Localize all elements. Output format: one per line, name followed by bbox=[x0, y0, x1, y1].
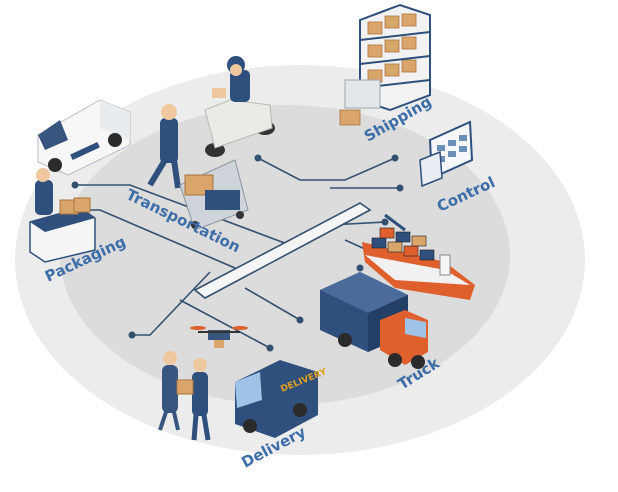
container-truck-icon bbox=[320, 272, 428, 369]
packaging-worker-icon bbox=[29, 168, 96, 263]
control-monitor-icon bbox=[419, 120, 474, 188]
warehouse-shelf-icon bbox=[339, 3, 431, 126]
cargo-ship-icon bbox=[362, 213, 475, 300]
customer-handoff-icon bbox=[158, 351, 211, 441]
drone-icon bbox=[190, 326, 248, 348]
van-icon bbox=[37, 99, 131, 176]
pallet-cart-worker-icon bbox=[147, 104, 249, 231]
central-hub bbox=[193, 202, 372, 299]
scooter-courier-icon bbox=[204, 56, 275, 157]
